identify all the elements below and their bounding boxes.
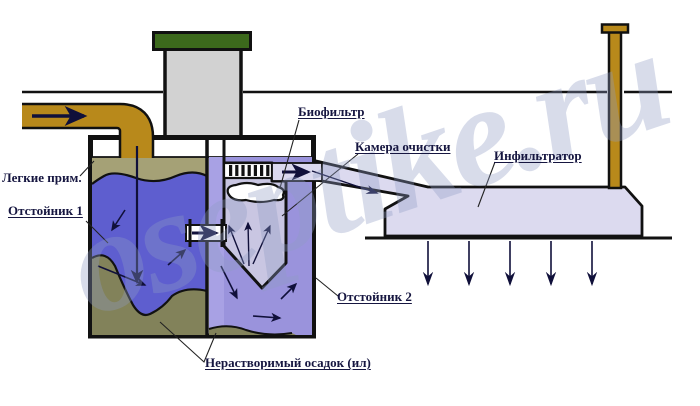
inlet-pipe (22, 104, 153, 158)
biofilter-bar (247, 165, 251, 176)
biofilter-bar (235, 165, 239, 176)
label-settler-1: Отстойник 1 (8, 203, 83, 218)
chamber1-sediment (92, 255, 207, 335)
leader-settler1 (85, 220, 109, 244)
label-infiltrator: Инфильтратор (494, 148, 582, 163)
biofilter-bar (253, 165, 257, 176)
inlet-pipe-outline (22, 102, 155, 158)
biofilter-bar (266, 165, 270, 176)
biofilter-grid (222, 161, 274, 180)
label-settler-2: Отстойник 2 (337, 289, 412, 304)
flow-arrow (252, 224, 271, 265)
manhole-riser (163, 46, 243, 140)
downflow-channel (209, 157, 224, 335)
leader-infiltrator (477, 161, 496, 208)
biofilter-bar (241, 165, 245, 176)
flow-arrow (97, 265, 147, 286)
flow-arrow (280, 282, 298, 300)
flow-arrow (111, 209, 126, 232)
label-insoluble-sediment: Нерастворимый осадок (ил) (205, 355, 371, 370)
leader-sediment (159, 321, 217, 363)
manhole-cap (152, 31, 252, 51)
infiltration-arrows (422, 241, 598, 287)
funnel-up-arrows (228, 221, 271, 267)
leader-lines (79, 119, 496, 363)
chamber2-sediment-boundary (208, 325, 293, 336)
chamber2-sediment (209, 326, 296, 335)
label-biofilter: Биофильтр (298, 104, 365, 119)
chamber1-sediment-boundary (91, 254, 208, 317)
leader-light-impurities (79, 160, 95, 177)
label-light-impurities: Легкие прим. (2, 170, 82, 185)
scum-layer (92, 157, 207, 184)
leader-cleaning-chamber (281, 153, 359, 217)
flow-arrow (228, 224, 245, 265)
biofilter-media-blob (226, 181, 285, 204)
flow-arrow (220, 265, 238, 300)
chamber2-flow-arrows (220, 265, 298, 322)
flow-arrow (167, 248, 187, 266)
biofilter-bar (229, 165, 233, 176)
chamber1-flow-arrows (97, 209, 187, 286)
biofilter-bar (260, 165, 264, 176)
vent-pipe-cap (600, 23, 630, 34)
infiltrator-body (314, 159, 644, 238)
flow-arrow (252, 312, 282, 322)
flow-arrow (244, 221, 253, 267)
leader-biofilter (279, 119, 300, 189)
label-cleaning-chamber: Камера очистки (355, 139, 451, 154)
vent-pipe (607, 30, 623, 190)
outlet-pipe-arrow (311, 170, 379, 194)
leader-settler2 (315, 277, 339, 297)
